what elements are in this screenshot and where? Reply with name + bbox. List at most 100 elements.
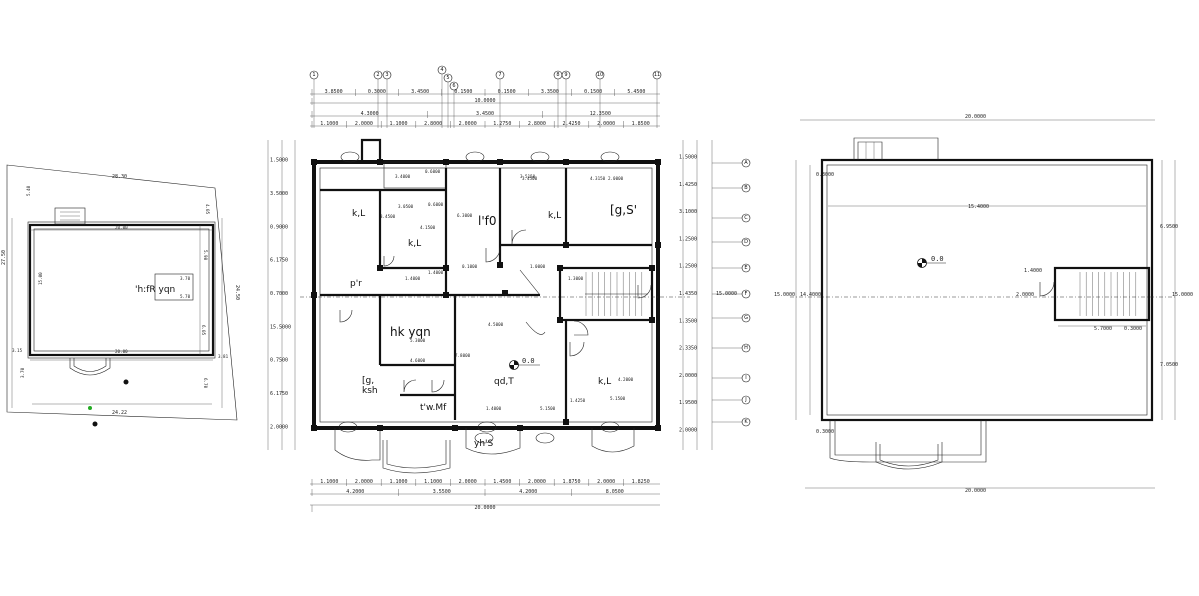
column: [649, 265, 655, 271]
north-porch: [360, 138, 382, 162]
roof-dim-inner: 15.4000: [968, 204, 989, 210]
dimension-label: 1.4250: [679, 182, 697, 188]
dimension-label: 4.2000: [346, 489, 364, 495]
room-label-lf0: l'f0: [478, 214, 497, 228]
site-label-top-inner: 20.00: [115, 225, 128, 230]
roof-entrance-bay: [875, 442, 943, 470]
site-room-box: [154, 273, 194, 301]
roof-dim-left-offset: 0.3000: [816, 172, 834, 178]
dimension-label: 1.4500: [493, 479, 511, 485]
dimension-label: 2.0000: [679, 427, 697, 433]
dimension-label: 3.1000: [679, 209, 697, 215]
ground-level-value: 0.0: [522, 357, 535, 365]
dimension-label: 3.5000: [270, 191, 288, 197]
roof-stair-tower: [1053, 266, 1151, 322]
grid-bubble-label: 10: [597, 72, 603, 78]
dimension-label: 6.1750: [270, 258, 288, 264]
column: [311, 292, 317, 298]
inner-dimension-label: 5.3000: [410, 338, 426, 343]
inner-dimension-label: 4.1500: [420, 225, 436, 230]
dimension-label: 1.2750: [493, 121, 511, 127]
roof-dim-right-b: 7.0500: [1160, 362, 1178, 368]
dimension-label: 12.3500: [590, 111, 611, 117]
site-entrance-steps: [69, 358, 111, 376]
dimension-label: 2.4250: [562, 121, 580, 127]
column: [502, 290, 508, 296]
grid-bubble-label: 5: [446, 75, 449, 81]
dimension-label: 1.4350: [679, 291, 697, 297]
site-label-small-d: 6.05: [201, 325, 206, 336]
inner-dimension-label: 6.3000: [457, 213, 473, 218]
dimension-label: 1.8500: [632, 121, 650, 127]
column: [443, 265, 449, 271]
dimension-label: 2.0000: [459, 121, 477, 127]
inner-dimension-label: 1.4250: [570, 398, 586, 403]
column: [655, 242, 661, 248]
grid-bubble-label: 1: [312, 72, 315, 78]
site-building-inner: [33, 228, 210, 352]
dimension-label: 2.3350: [679, 346, 697, 352]
column: [377, 265, 383, 271]
grid-bubble-label: 8: [556, 72, 559, 78]
bay-window-s: [465, 428, 521, 455]
column: [563, 242, 569, 248]
roof-dim-right-a: 6.9500: [1160, 224, 1178, 230]
column: [563, 419, 569, 425]
column: [377, 425, 383, 431]
inner-dimension-label: 1.4000: [428, 270, 444, 275]
plot-boundary: [6, 164, 238, 421]
grid-bubble-label: J: [744, 397, 746, 403]
column: [443, 159, 449, 165]
site-label-small-e: 3.70: [20, 367, 25, 378]
dimension-label: 3.4500: [411, 89, 429, 95]
room-label-qdt: qd,T: [494, 377, 514, 387]
door-swings: [339, 229, 652, 393]
inner-dimension-label: 1.4000: [486, 406, 502, 411]
dimension-label: 1.8250: [632, 479, 650, 485]
column: [557, 317, 563, 323]
dimension-label: 1.2500: [679, 264, 697, 270]
site-room-label: 'h:fR yqn: [135, 285, 175, 295]
dimension-label: 4.2000: [519, 489, 537, 495]
column: [563, 159, 569, 165]
roof-dim-stair-c: 1.4000: [1024, 268, 1042, 274]
roof-dim-left: 15.0000: [774, 292, 795, 298]
dimension-label: 1.8750: [562, 479, 580, 485]
grid-bubble-label: F: [745, 291, 748, 297]
bay-window-se: [591, 428, 635, 453]
roof-north-porch: [853, 137, 939, 160]
right-total-dim: 15.0000: [716, 291, 737, 297]
grid-bubble-label: 2: [376, 72, 379, 78]
site-plan: 28.30 27.50 24.50 24.22 20.00 20.00 5.98…: [1, 164, 240, 427]
dimension-label: 1.5000: [679, 155, 697, 161]
dimension-label: 2.0000: [528, 479, 546, 485]
site-label-right-inner: 5.98: [203, 250, 208, 261]
roof-plan: 20.0000 20.0000 15.4000 15.0000 14.4000 …: [774, 114, 1193, 494]
room-label-hall: hk yqn: [390, 325, 431, 339]
inner-dimension-label: 2.0000: [608, 176, 624, 181]
room-label-kl-4: k,L: [598, 377, 611, 387]
room-label-wc: t'w.Mf: [420, 403, 447, 413]
dimension-label: 2.0000: [270, 424, 288, 430]
dimension-label: 3.8500: [325, 89, 343, 95]
inner-dimension-label: 1.3000: [568, 276, 584, 281]
room-label-pr: p'r: [350, 279, 362, 289]
roof-dim-bottom-offset: 0.3000: [816, 429, 834, 435]
inner-dimension-label: 0.6000: [428, 202, 444, 207]
left-dimension-labels: 1.50003.50000.90006.17500.700015.50000.7…: [270, 158, 291, 431]
column: [497, 262, 503, 268]
dimension-label: 6.1750: [270, 391, 288, 397]
site-dim-top: 28.30: [112, 174, 127, 180]
bay-window-entrance: [382, 440, 451, 474]
staircase: [558, 266, 654, 322]
inner-dimension-label: 1.4000: [405, 276, 421, 281]
inner-dimension-label: 3.4500: [522, 176, 538, 181]
inner-dimension-label: 0.1000: [462, 264, 478, 269]
roof-dim-stair-d: 2.0000: [1016, 292, 1034, 298]
inner-dimension-label: 7.8000: [455, 353, 471, 358]
column: [655, 425, 661, 431]
